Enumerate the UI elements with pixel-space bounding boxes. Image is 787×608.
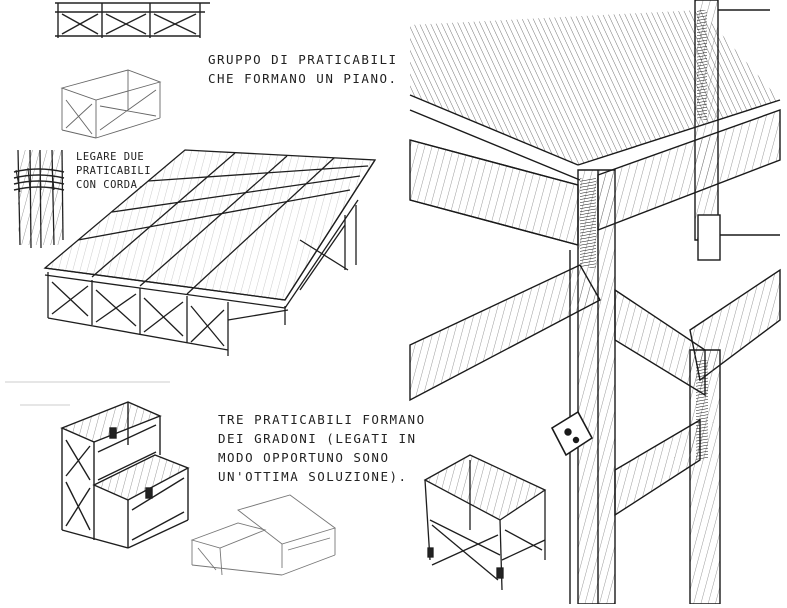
stacked-steps-sketch [60,401,190,549]
frame-joint-detail [409,0,781,605]
l-shaped-platforms [190,494,336,576]
steps-caption-line-1: TRE PRATICABILI FORMANO [218,412,426,427]
top-platform-strip [55,2,210,38]
rope-lashing-detail [13,149,65,249]
rope-caption-line-1: LEGARE DUE [76,151,145,163]
rope-caption-line-3: CON CORDA. [76,179,145,191]
steps-caption-line-3: MODO OPPORTUNO SONO [218,450,390,465]
platform-grid-floor [43,149,377,356]
steps-caption: TRE PRATICABILI FORMANO DEI GRADONI (LEG… [218,410,426,486]
small-bench-sketch [423,454,547,591]
rope-caption: LEGARE DUE PRATICABILI CON CORDA. [76,150,151,192]
rope-caption-line-2: PRATICABILI [76,165,152,177]
group-caption-line-1: GRUPPO DI PRATICABILI [208,52,398,67]
group-caption-line-2: CHE FORMANO UN PIANO. [208,71,398,86]
steps-caption-line-4: UN'OTTIMA SOLUZIONE). [218,469,408,484]
faint-guidelines [5,381,170,406]
group-caption: GRUPPO DI PRATICABILI CHE FORMANO UN PIA… [208,50,398,88]
small-platform-sketch [60,69,162,139]
steps-caption-line-2: DEI GRADONI (LEGATI IN [218,431,417,446]
